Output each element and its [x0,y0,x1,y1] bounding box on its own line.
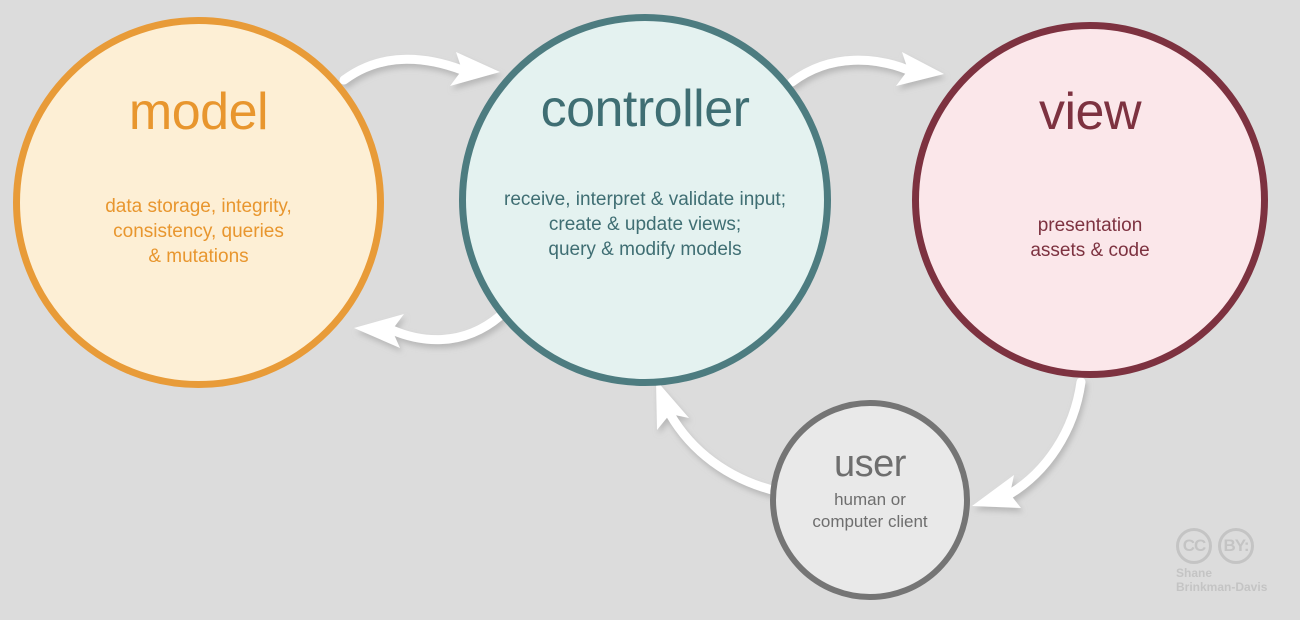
author-credit-line: Shane [1176,566,1213,580]
node-user-description-line: computer client [812,512,928,532]
node-model-description-line: & mutations [148,246,249,268]
author-credit: Shane Brinkman-Davis [1176,566,1286,595]
node-controller-description-line: create & update views; [548,214,742,236]
node-controller-description: receive, interpret & validate input; cre… [504,187,786,262]
arrow-user-to-controller [656,380,777,495]
node-view-description-line: assets & code [1030,240,1150,262]
node-controller-description-line: receive, interpret & validate input; [504,189,786,210]
node-controller[interactable]: controller receive, interpret & validate… [459,14,831,386]
node-controller-description-line: query & modify models [548,239,742,261]
node-user-description: human or computer client [812,489,927,534]
node-view-description-line: presentation [1037,215,1143,236]
node-model-title: model [128,83,269,141]
node-controller-title: controller [540,80,750,138]
creative-commons-icon: CC [1176,528,1212,564]
cc-by-icon: BY: [1218,528,1254,564]
node-view[interactable]: view presentation assets & code [912,22,1268,378]
cc-license-marks: CC BY: [1176,528,1286,564]
node-view-description: presentation assets & code [1030,213,1149,263]
node-user-description-line: human or [834,490,906,509]
node-model-description: data storage, integrity, consistency, qu… [105,194,292,269]
arrow-controller-to-view [787,52,944,87]
node-view-title: view [1038,83,1142,141]
arrow-model-to-controller [339,52,500,86]
node-model[interactable]: model data storage, integrity, consisten… [13,17,384,388]
arrow-controller-to-model [354,311,505,348]
node-user-title: user [834,443,906,485]
author-credit-line: Brinkman-Davis [1176,579,1268,594]
creative-commons-attribution[interactable]: CC BY: Shane Brinkman-Davis [1176,528,1286,608]
node-user[interactable]: user human or computer client [770,400,970,600]
node-model-description-line: data storage, integrity, [105,196,292,217]
node-model-description-line: consistency, queries [113,221,284,243]
arrow-view-to-user [972,377,1086,508]
